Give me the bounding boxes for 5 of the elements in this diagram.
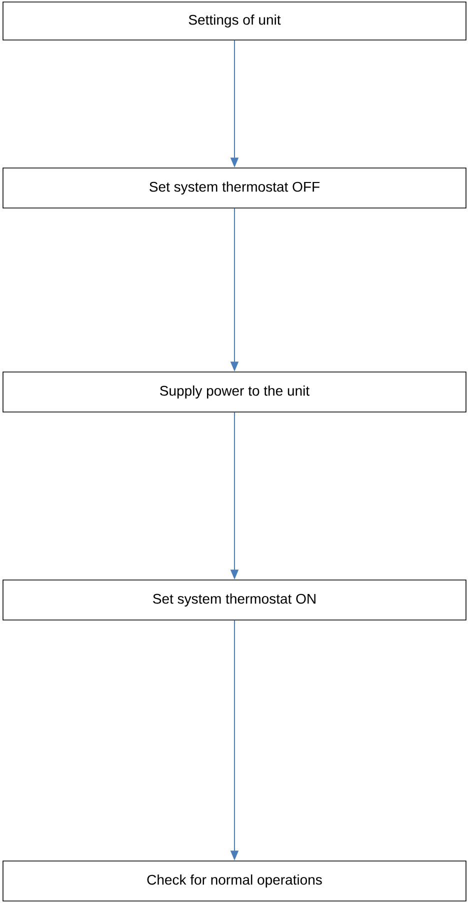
process-box: Set system thermostat OFF — [2, 168, 466, 208]
process-box: Settings of unit — [2, 2, 466, 40]
process-box: Set system thermostat ON — [2, 580, 466, 620]
process-box: Supply power to the unit — [2, 372, 466, 412]
process-box: Check for normal operations — [2, 860, 466, 902]
